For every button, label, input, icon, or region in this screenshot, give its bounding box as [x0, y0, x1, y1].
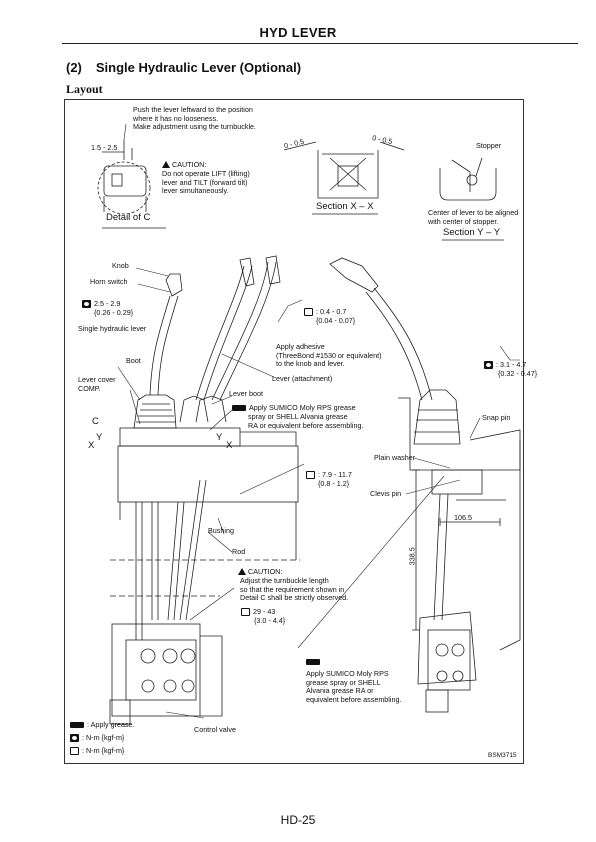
dimension-106-5: 106.5 [454, 513, 472, 522]
clevis-pin-label: Clevis pin [370, 489, 402, 498]
lever-attach-torque-kgf: {0.04 - 0.07} [316, 316, 356, 325]
caution-top-heading: CAUTION: [162, 160, 206, 170]
detail-c-label: Detail of C [106, 212, 151, 223]
header-rule [62, 43, 578, 44]
snap-pin-label: Snap pin [482, 413, 511, 422]
section-heading: Single Hydraulic Lever (Optional) [95, 60, 302, 75]
letter-c: C [92, 416, 99, 427]
boot-label: Boot [126, 356, 141, 365]
control-valve-label: Control valve [194, 725, 236, 734]
lever-attach-torque: : 0.4 - 0.7 [304, 307, 346, 317]
section-yy-drawing [439, 157, 504, 241]
letter-y-right: Y [216, 432, 223, 443]
left-view-drawing [109, 255, 300, 725]
page-number: HD-25 [280, 813, 316, 827]
knob-label: Knob [112, 261, 129, 270]
torque-wrench-icon [82, 300, 91, 309]
mid-torque-kgf: {0.8 - 1.2} [318, 479, 350, 488]
grease-gun-icon [70, 722, 84, 729]
warning-icon [238, 568, 246, 575]
plain-washer-label: Plain washer [374, 453, 416, 462]
right-torque-kgf: {0.32 - 0.47} [498, 369, 538, 378]
right-view-drawing [329, 257, 521, 713]
torque-socket-icon [241, 608, 250, 617]
torque-socket-icon [70, 747, 79, 756]
torque-socket-icon [304, 308, 313, 317]
rod-label: Rod [232, 547, 246, 556]
grease-note-2-icon [306, 658, 323, 667]
detail-c-dimension: 1.5 - 2.5 [91, 143, 118, 152]
section-title: (2) Single Hydraulic Lever (Optional) [66, 60, 301, 75]
grease-gun-icon [306, 659, 320, 666]
caution-bottom-heading: CAUTION: [238, 567, 282, 577]
layout-subtitle: Layout [66, 82, 103, 96]
stopper-label: Stopper [476, 141, 502, 150]
detail-c-drawing [97, 140, 166, 229]
single-lever-label: Single hydraulic lever [78, 324, 147, 333]
horn-switch-label: Horn switch [90, 277, 128, 286]
figure-frame [64, 99, 524, 764]
torque-wrench-icon [70, 734, 79, 743]
knob-torque: 2.5 - 2.9 [82, 299, 120, 309]
letter-x-right: X [226, 440, 233, 451]
torque-wrench-icon [484, 361, 493, 370]
warning-icon [162, 161, 170, 168]
mid-torque: : 7.9 - 11.7 [306, 470, 352, 480]
letter-y-left: Y [96, 432, 103, 443]
turnbuckle-torque: 29 - 43 [241, 607, 275, 617]
section-yy-label: Section Y – Y [443, 227, 501, 238]
legend-torque-2: : N-m {kgf-m} [70, 746, 124, 756]
grease-note-1: Apply SUMICO Moly RPS grease [232, 403, 356, 413]
section-number: (2) [66, 60, 82, 75]
right-torque: : 3.1 - 4.7 [484, 360, 526, 370]
legend-grease: : Apply grease. [70, 720, 135, 730]
lever-attachment-label: Lever (attachment) [272, 374, 333, 383]
section-xx-drawing [283, 141, 405, 215]
dimension-338-5: 338.5 [407, 547, 417, 566]
adhesive-note: Apply adhesive(ThreeBond #1530 or equiva… [276, 342, 382, 369]
lever-boot-label: Lever boot [229, 389, 263, 398]
turnbuckle-torque-kgf: {3.0 - 4.4} [254, 616, 286, 625]
leader-lines [117, 123, 520, 719]
bushing-label: Bushing [208, 526, 234, 535]
knob-torque-kgf: {0.26 - 0.29} [94, 308, 134, 317]
grease-gun-icon [232, 405, 246, 412]
caution-top-text: Do not operate LIFT (lifting)lever and T… [162, 169, 250, 196]
header-title: HYD LEVER [259, 25, 337, 40]
legend-torque-1: : N-m {kgf-m} [70, 733, 124, 743]
section-xx-label: Section X – X [316, 201, 374, 212]
figure-id: BSM3715 [488, 752, 517, 759]
torque-socket-icon [306, 471, 315, 480]
letter-x-left: X [88, 440, 95, 451]
